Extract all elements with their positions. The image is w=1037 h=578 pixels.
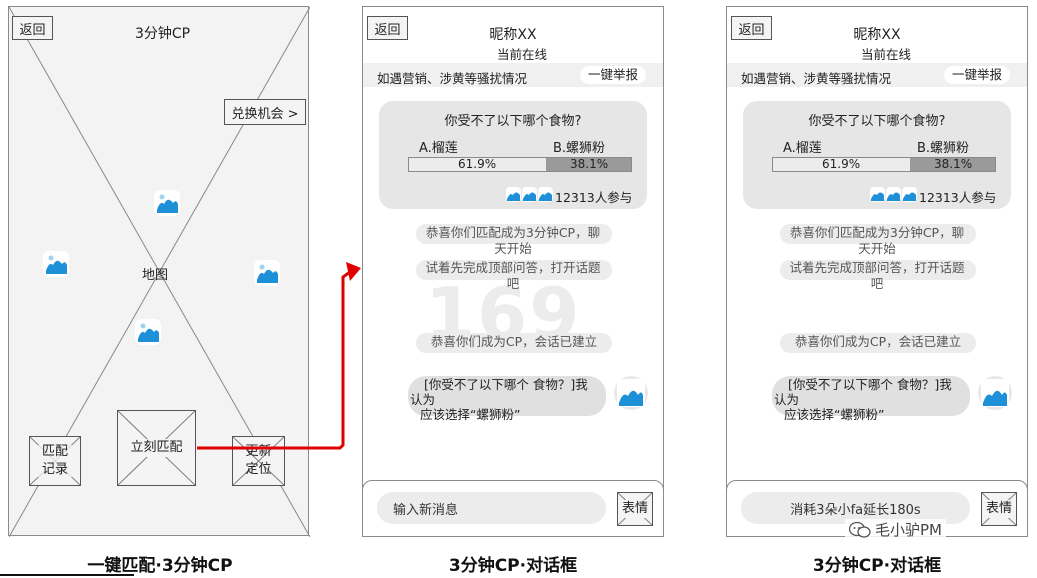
user-message-text: [你受不了以下哪个 食物？]我 认为 应该选择“螺狮粉” [410, 377, 588, 422]
match-now-button[interactable]: 立刻匹配 [117, 410, 196, 486]
poll-bar-b [910, 158, 995, 171]
update-location-button[interactable]: 更新 定位 [232, 436, 285, 486]
system-message [416, 224, 612, 244]
wechat-icon [849, 521, 871, 538]
poll-percent-a: 61.9% [458, 157, 497, 171]
match-record-button[interactable]: 匹配 记录 [29, 436, 81, 486]
report-button[interactable]: 一键举报 [944, 66, 1010, 84]
user-message-bubble[interactable] [772, 376, 970, 416]
system-message: 恭喜你们成为CP，会话已建立 [780, 333, 976, 353]
participant-avatars-icon [870, 187, 918, 206]
extend-time-label: 消耗3朵小fa延长180s [790, 502, 921, 518]
poll-percent-a: 61.9% [822, 157, 861, 171]
system-message: 恭喜你们成为CP，会话已建立 [416, 333, 612, 353]
system-message [416, 260, 612, 280]
screen3-caption: 3分钟CP·对话框 [812, 556, 942, 576]
poll-option-b[interactable]: B.螺狮粉 [553, 141, 606, 156]
user-marker-icon[interactable] [154, 190, 180, 220]
emoji-button[interactable]: 表情 [981, 492, 1017, 526]
match-record-label-1: 匹配 [41, 444, 68, 459]
emoji-label: 表情 [985, 500, 1012, 518]
user-marker-icon[interactable] [43, 251, 69, 281]
user-marker-icon[interactable] [254, 260, 280, 290]
emoji-button[interactable]: 表情 [617, 492, 653, 526]
chat-nickname: 昵称XX [853, 27, 901, 43]
emoji-label: 表情 [621, 500, 648, 518]
user-marker-icon[interactable] [135, 319, 161, 349]
poll-percent-b: 38.1% [570, 157, 609, 171]
poll-option-a[interactable]: A.榴莲 [419, 141, 458, 156]
system-message [780, 224, 976, 244]
user-message-bubble[interactable] [408, 376, 606, 416]
brand-watermark: 毛小驴PM [845, 519, 946, 540]
match-now-label: 立刻匹配 [128, 439, 185, 457]
poll-participants: 12313人参与 [555, 190, 633, 205]
online-status: 当前在线 [496, 47, 547, 62]
report-button[interactable]: 一键举报 [580, 66, 646, 84]
caption-underline [0, 574, 134, 576]
poll-participants: 12313人参与 [919, 190, 997, 205]
user-message-text: [你受不了以下哪个 食物？]我 认为 应该选择“螺狮粉” [774, 377, 952, 422]
back-button[interactable]: 返回 [731, 16, 772, 40]
extend-time-input[interactable]: 消耗3朵小fa延长180s [741, 492, 970, 524]
poll-result-bar: 61.9% 38.1% [772, 157, 996, 172]
match-record-label-2: 记录 [41, 462, 68, 477]
poll-option-a[interactable]: A.榴莲 [783, 141, 822, 156]
system-message [780, 260, 976, 280]
screen2-caption: 3分钟CP·对话框 [448, 556, 578, 576]
poll-question: 你受不了以下哪个食物? [444, 114, 582, 129]
poll-result-bar: 61.9% 38.1% [408, 157, 632, 172]
message-input-placeholder: 输入新消息 [393, 502, 459, 518]
notice-text: 如遇营销、涉黄等骚扰情况 [741, 71, 892, 86]
system-message-text: 恭喜你们匹配成为3分钟CP，聊天开始 [425, 225, 601, 256]
poll-percent-b: 38.1% [934, 157, 973, 171]
poll-bar-a [409, 158, 547, 171]
system-message-text: 试着先完成顶部问答，打开话题吧 [789, 260, 965, 291]
brand-name: 毛小驴PM [875, 521, 942, 539]
page-title: 3分钟CP [135, 26, 191, 42]
online-status: 当前在线 [860, 47, 911, 62]
back-button[interactable]: 返回 [367, 16, 408, 40]
exchange-chance-button[interactable]: 兑换机会 > [224, 99, 306, 125]
back-button[interactable]: 返回 [12, 16, 53, 40]
user-avatar[interactable] [978, 376, 1012, 414]
notice-text: 如遇营销、涉黄等骚扰情况 [377, 71, 528, 86]
poll-bar-b [546, 158, 631, 171]
poll-option-b[interactable]: B.螺狮粉 [917, 141, 970, 156]
poll-bar-a [773, 158, 911, 171]
update-location-label-2: 定位 [245, 462, 272, 477]
poll-question: 你受不了以下哪个食物? [808, 114, 946, 129]
user-avatar[interactable] [614, 376, 648, 414]
system-message-text: 试着先完成顶部问答，打开话题吧 [425, 260, 601, 291]
system-message-text: 恭喜你们匹配成为3分钟CP，聊天开始 [789, 225, 965, 256]
screen1-caption: 一键匹配·3分钟CP [87, 556, 233, 576]
map-label: 地图 [142, 268, 169, 283]
chat-nickname: 昵称XX [489, 27, 537, 43]
participant-avatars-icon [506, 187, 554, 206]
message-input[interactable]: 输入新消息 [377, 492, 606, 524]
